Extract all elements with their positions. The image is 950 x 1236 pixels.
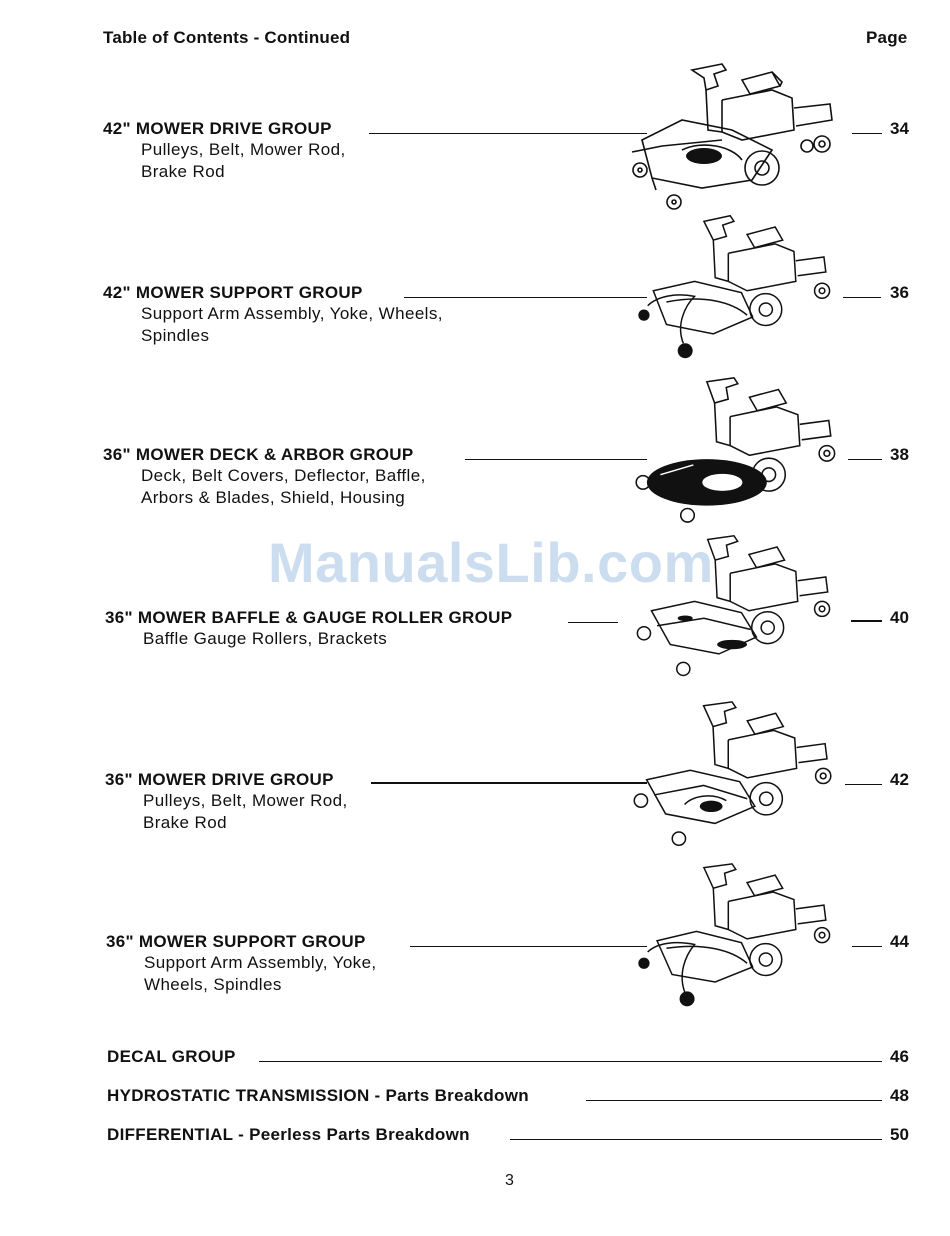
entry-line: Pulleys, Belt, Mower Rod, (143, 791, 348, 810)
leader-line (586, 1100, 882, 1101)
riding-mower-42-support-illustration (638, 214, 831, 359)
entry-title: 42" MOWER SUPPORT GROUP (103, 283, 363, 302)
entry-title: 36" MOWER DECK & ARBOR GROUP (103, 445, 414, 464)
header-page-label: Page (866, 28, 908, 47)
leader-line (848, 459, 882, 460)
page-number: 42 (890, 770, 909, 789)
entry-line: Deck, Belt Covers, Deflector, Baffle, (141, 466, 426, 485)
watermark: ManualsLib.com (268, 531, 714, 594)
entry-title: 36" MOWER SUPPORT GROUP (106, 932, 366, 951)
entry-title: DECAL GROUP (107, 1047, 236, 1066)
leader-line (404, 297, 647, 298)
entry-subtitle: - Parts Breakdown (369, 1086, 529, 1105)
toc-entry[interactable]: DIFFERENTIAL - Peerless Parts Breakdown (107, 1125, 470, 1145)
entry-title: DIFFERENTIAL (107, 1125, 234, 1144)
page-number: 50 (890, 1125, 909, 1144)
leader-line (510, 1139, 882, 1140)
page-number: 44 (890, 932, 909, 951)
entry-line: Support Arm Assembly, Yoke, (144, 953, 377, 972)
entry-line: Wheels, Spindles (144, 975, 282, 994)
leader-line (369, 133, 647, 134)
toc-entry[interactable]: HYDROSTATIC TRANSMISSION - Parts Breakdo… (107, 1086, 529, 1106)
entry-title: HYDROSTATIC TRANSMISSION (107, 1086, 370, 1105)
riding-mower-36-baffle-illustration (636, 534, 831, 677)
entry-title: 36" MOWER DRIVE GROUP (105, 770, 334, 789)
entry-line: Pulleys, Belt, Mower Rod, (141, 140, 346, 159)
leader-line (568, 622, 618, 623)
leader-line (852, 133, 882, 134)
riding-mower-36-deck-illustration (635, 377, 836, 523)
page-number: 38 (890, 445, 909, 464)
entry-line: Brake Rod (141, 162, 225, 181)
toc-entry[interactable]: 36" MOWER DRIVE GROUP Pulleys, Belt, Mow… (105, 770, 348, 834)
entry-title: 36" MOWER BAFFLE & GAUGE ROLLER GROUP (105, 608, 513, 627)
entry-title: 42" MOWER DRIVE GROUP (103, 119, 332, 138)
page-footer-number: 3 (505, 1172, 514, 1189)
header-title: Table of Contents - Continued (103, 28, 351, 47)
leader-line (371, 782, 647, 784)
leader-line (465, 459, 647, 460)
page-number: 48 (890, 1086, 909, 1105)
page-number: 34 (890, 119, 909, 138)
leader-line (845, 784, 882, 785)
toc-entry[interactable]: 36" MOWER DECK & ARBOR GROUP Deck, Belt … (103, 445, 426, 509)
toc-entry[interactable]: 42" MOWER SUPPORT GROUP Support Arm Asse… (103, 283, 443, 347)
leader-line (843, 297, 881, 298)
toc-entry[interactable]: 36" MOWER SUPPORT GROUP Support Arm Asse… (106, 932, 377, 996)
riding-mower-42-drive-illustration (631, 63, 833, 210)
entry-line: Support Arm Assembly, Yoke, Wheels, (141, 304, 443, 323)
leader-line (852, 946, 882, 947)
page-number: 46 (890, 1047, 909, 1066)
entry-line: Brake Rod (143, 813, 227, 832)
entry-line: Spindles (141, 326, 210, 345)
leader-line (259, 1061, 882, 1062)
entry-subtitle: - Peerless Parts Breakdown (233, 1125, 470, 1144)
toc-entry[interactable]: 36" MOWER BAFFLE & GAUGE ROLLER GROUP Ba… (105, 608, 512, 650)
leader-line (410, 946, 647, 947)
page-number: 36 (890, 283, 909, 302)
entry-line: Baffle Gauge Rollers, Brackets (143, 629, 388, 648)
entry-line: Arbors & Blades, Shield, Housing (141, 488, 406, 507)
riding-mower-36-drive-illustration (633, 701, 832, 847)
toc-entry[interactable]: 42" MOWER DRIVE GROUP Pulleys, Belt, Mow… (103, 119, 346, 183)
toc-entry[interactable]: DECAL GROUP (107, 1047, 236, 1067)
page-number: 40 (890, 608, 909, 627)
riding-mower-36-support-illustration (638, 863, 831, 1007)
leader-line (851, 620, 882, 622)
